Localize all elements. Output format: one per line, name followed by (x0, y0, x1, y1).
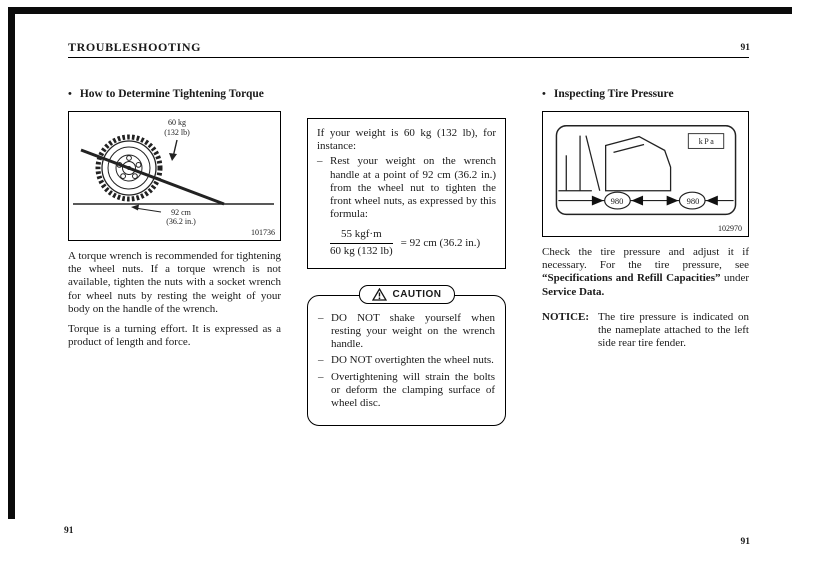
formula-fraction: 55 kgf·m 60 kg (132 lb) (330, 228, 393, 257)
scan-artifact-top (10, 7, 792, 14)
caution-box: CAUTION – DO NOT shake yourself when res… (307, 284, 506, 427)
dash-glyph: – (318, 370, 324, 383)
left-heading-text: How to Determine Tightening Torque (79, 88, 264, 100)
right-heading-text: Inspecting Tire Pressure (553, 88, 674, 100)
tire-pressure-paragraph: Check the tire pressure and adjust it if… (542, 246, 749, 299)
header-rule (68, 57, 749, 58)
pressure-value: 980 (610, 196, 624, 206)
wheel-torque-figure: 60 kg (132 lb) 92 cm (36.2 in.) 101736 (68, 111, 281, 241)
distance-label-line2: (36.2 in.) (166, 217, 196, 226)
middle-column: If your weight is 60 kg (132 lb), for in… (307, 118, 506, 427)
footer-page-number-right: 91 (740, 537, 751, 547)
distance-label-line1: 92 cm (171, 208, 191, 217)
caution-label: CAUTION (392, 288, 442, 300)
header-page-number: 91 (740, 43, 751, 53)
left-heading: • How to Determine Tightening Torque (68, 88, 281, 100)
caution-item-text: DO NOT shake yourself when resting your … (331, 311, 495, 351)
bullet-glyph: • (542, 88, 546, 100)
formula-denominator: 60 kg (132 lb) (330, 244, 393, 257)
right-column: • Inspecting Tire Pressure kPa 980 9 (542, 88, 749, 350)
caution-tab: CAUTION (358, 284, 455, 305)
left-column: • How to Determine Tightening Torque 60 … (68, 88, 281, 356)
notice-block: NOTICE: The tire pressure is indicated o… (542, 311, 749, 351)
formula-result: = 92 cm (36.2 in.) (400, 236, 481, 249)
caution-item-text: DO NOT overtighten the wheel nuts. (331, 354, 494, 367)
paragraph-segment-bold: “Specifications and Refill Capacities” (542, 272, 721, 285)
caution-item-text: Overtightening will strain the bolts or … (331, 370, 495, 410)
instruction-item-text: Rest your weight on the wrench handle at… (330, 155, 496, 221)
figure-number: 102970 (718, 224, 742, 233)
section-title: TROUBLESHOOTING (68, 40, 202, 54)
notice-label: NOTICE: (542, 310, 590, 323)
warning-triangle-icon (371, 287, 387, 301)
weight-label-line1: 60 kg (168, 118, 186, 127)
instruction-box: If your weight is 60 kg (132 lb), for in… (307, 118, 506, 269)
wheel-wrench-illustration (73, 134, 274, 213)
dash-glyph: – (318, 311, 324, 324)
caution-item: – DO NOT overtighten the wheel nuts. (318, 354, 495, 367)
dash-glyph: – (317, 155, 323, 168)
paragraph-segment: under (720, 272, 749, 285)
caution-item: – DO NOT shake yourself when resting you… (318, 312, 495, 352)
pressure-value: 980 (686, 196, 700, 206)
torque-paragraph-2: Torque is a turning effort. It is expres… (68, 323, 281, 349)
paragraph-segment-bold: Service Data. (542, 285, 605, 298)
weight-label-line2: (132 lb) (164, 128, 190, 137)
torque-paragraph-1: A torque wrench is recommended for tight… (68, 250, 281, 315)
tire-pressure-illustration (555, 125, 737, 216)
torque-formula: 55 kgf·m 60 kg (132 lb) = 92 cm (36.2 in… (330, 228, 496, 257)
instruction-item: – Rest your weight on the wrench handle … (317, 155, 496, 221)
right-heading: • Inspecting Tire Pressure (542, 88, 749, 100)
bullet-glyph: • (68, 88, 72, 100)
pressure-unit-label: kPa (698, 137, 716, 146)
footer-page-number-left: 91 (64, 526, 74, 536)
scan-artifact-left (8, 7, 15, 519)
formula-numerator: 55 kgf·m (330, 228, 393, 244)
instruction-intro: If your weight is 60 kg (132 lb), for in… (317, 127, 496, 153)
notice-text: The tire pressure is indicated on the na… (598, 310, 749, 350)
tire-pressure-figure: kPa 980 980 102970 (542, 111, 749, 237)
dash-glyph: – (318, 354, 324, 367)
figure-number: 101736 (251, 228, 275, 237)
caution-item: – Overtightening will strain the bolts o… (318, 371, 495, 411)
paragraph-segment: Check the tire pressure and adjust it if… (542, 246, 749, 272)
